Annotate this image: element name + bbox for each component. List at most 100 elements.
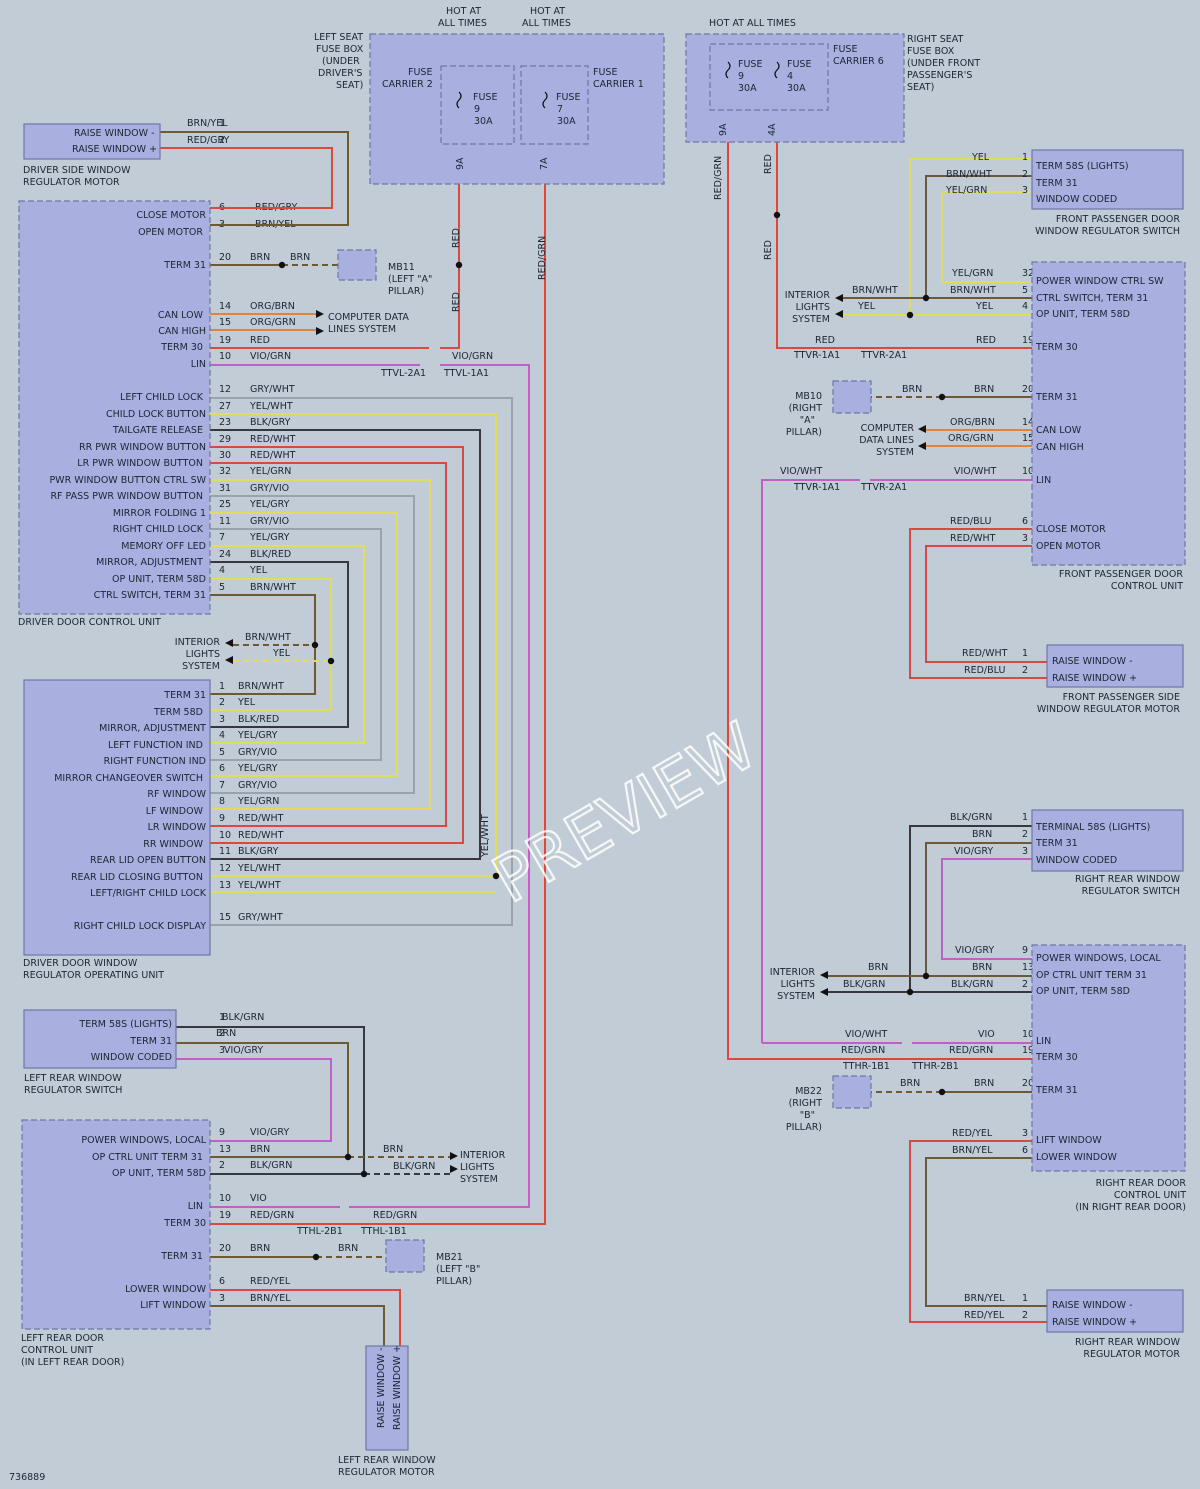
- fuse-7-left-symbol: [542, 91, 548, 109]
- wire-label-u10: RED/WHT: [238, 830, 284, 841]
- wire-label-p19: RED: [976, 335, 996, 346]
- wire-label-f7: RED/GRN: [537, 236, 548, 280]
- wire-label-d5: BRN/WHT: [250, 582, 296, 593]
- wire-label-p3: RED/WHT: [950, 533, 996, 544]
- pin-label-ps1: 1: [1022, 152, 1028, 163]
- wire-dm2: [160, 147, 333, 209]
- wire-label-p15: ORG/GRN: [948, 433, 994, 444]
- wire-ps2: [925, 175, 1032, 298]
- wire-label-p32: YEL/GRN: [951, 268, 993, 279]
- pin-label-r9: 9: [219, 1127, 225, 1138]
- pin-label-rs3: 3: [1022, 846, 1028, 857]
- wire-d23: [210, 429, 481, 860]
- wire-label-r6: RED/YEL: [250, 1276, 291, 1287]
- wire-label-ps2: BRN/WHT: [946, 169, 992, 180]
- pin-label-d23: 23: [219, 417, 231, 428]
- interior-lights-driver-arrows: [225, 639, 233, 664]
- wire-label-d20: BRN: [250, 252, 270, 263]
- fuse-9-left-symbol: [456, 91, 462, 109]
- pin-label-d4: 4: [219, 565, 225, 576]
- pin-label-rm1: 1: [1022, 1293, 1028, 1304]
- wire-label-f9b: RED: [451, 292, 462, 312]
- splice-dot-4: [492, 872, 500, 880]
- pin-label-u5: 5: [219, 747, 225, 758]
- wire-d27: [210, 413, 497, 876]
- splice-dot-1: [455, 261, 463, 269]
- wire-label-rr20b: BRN: [900, 1078, 920, 1089]
- pin-label-d27: 27: [219, 401, 231, 412]
- fuse-9-left: [440, 65, 515, 145]
- driver-motor-pins: RAISE WINDOW -RAISE WINDOW +: [72, 128, 157, 155]
- interior-lights-rr-arrows: [820, 971, 828, 996]
- pin-label-u10: 10: [219, 830, 231, 841]
- wire-label-rril1: BRN: [868, 962, 888, 973]
- wire-label-u11: BLK/GRY: [238, 846, 279, 857]
- wire-label-p6: RED/BLU: [950, 516, 991, 527]
- wire-label-pm2: RED/BLU: [964, 665, 1005, 676]
- pin-label-d11: 11: [219, 516, 231, 527]
- wire-label-rr20: BRN: [974, 1078, 994, 1089]
- driver-window-motor: [23, 123, 161, 160]
- pin-label-rr20: 20: [1022, 1078, 1034, 1089]
- pin-label-l3: 3: [219, 1045, 225, 1056]
- wire-d5: [210, 594, 316, 695]
- pin-label-d14: 14: [219, 301, 231, 312]
- wire-label-d14: ORG/BRN: [250, 301, 295, 312]
- wire-p3: [925, 545, 1047, 663]
- splice-dot-13: [906, 988, 914, 996]
- pin-label-pm1: 1: [1022, 648, 1028, 659]
- splice-dot-8: [344, 1153, 352, 1161]
- pin-label-r20: 20: [219, 1243, 231, 1254]
- wire-label-rr19: RED/GRN: [949, 1045, 993, 1056]
- pin-label-r3: 3: [219, 1293, 225, 1304]
- wire-label-u4: YEL/GRY: [237, 730, 278, 741]
- wire-label-d32: YEL/GRN: [249, 466, 291, 477]
- pin-9a-left: 9A: [455, 157, 466, 170]
- lrm-pin-1: RAISE WINDOW -: [376, 1347, 387, 1428]
- wire-label-u12: YEL/WHT: [237, 863, 281, 874]
- cdl-driver-arrows: [316, 310, 324, 335]
- left-rear-window-motor: [365, 1345, 409, 1451]
- wire-label-p5: BRN/WHT: [950, 285, 996, 296]
- wire-label-pr9: RED/GRN: [713, 156, 724, 200]
- right-rear-window-switch: [1031, 809, 1184, 872]
- pin-label-r2: 2: [219, 1160, 225, 1171]
- wire-p10b: [761, 479, 860, 1043]
- wire-label-yw: YEL/WHT: [480, 814, 491, 858]
- splice-dot-5: [773, 211, 781, 219]
- wire-label-d25: YEL/GRY: [249, 499, 290, 510]
- wire-rs2: [925, 842, 1032, 976]
- wire-label-d15: ORG/GRN: [250, 317, 296, 328]
- wire-label-pm1: RED/WHT: [962, 648, 1008, 659]
- splice-dot-3: [327, 657, 335, 665]
- wire-label-r19b: RED/GRN: [373, 1210, 417, 1221]
- conn-ttvr-2a1-b: TTVR-2A1: [860, 482, 907, 493]
- splice-dot-7: [906, 311, 914, 319]
- wire-r3: [210, 1305, 385, 1346]
- wire-label-u1: BRN/WHT: [238, 681, 284, 692]
- pin-label-p32: 32: [1022, 268, 1034, 279]
- pin-label-r6: 6: [219, 1276, 225, 1287]
- pin-label-u1: 1: [219, 681, 225, 692]
- wire-label-il2: YEL: [272, 648, 291, 659]
- splice-dot-0: [278, 261, 286, 269]
- wire-label-u13: YEL/WHT: [237, 880, 281, 891]
- wire-r6: [210, 1289, 401, 1346]
- wire-label-pr4: RED: [763, 154, 774, 174]
